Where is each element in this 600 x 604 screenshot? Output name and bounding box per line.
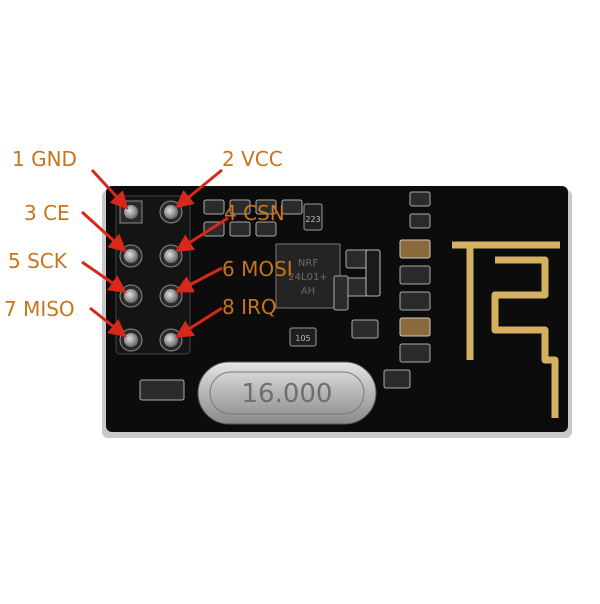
crystal-frequency-label: 16.000 — [242, 379, 333, 409]
smd-components-right — [139, 191, 431, 401]
arrow-sck — [81, 260, 127, 294]
chip-marking-line-1: NRF — [298, 258, 318, 269]
arrow-mosi — [174, 266, 223, 293]
capacitor-223: 223 — [303, 203, 323, 231]
arrow-irq — [174, 306, 223, 338]
arrow-vcc — [175, 168, 223, 209]
label-csn: 4 CSN — [224, 201, 285, 225]
capacitor-105-label: 105 — [295, 334, 310, 343]
label-irq: 8 IRQ — [222, 295, 277, 319]
rf-chip: NRF 24L01+ AH — [275, 243, 341, 309]
label-gnd: 1 GND — [12, 147, 77, 171]
label-sck: 5 SCK — [8, 249, 68, 273]
pin-arrows — [80, 168, 229, 338]
capacitor-105: 105 — [289, 327, 317, 347]
label-miso: 7 MISO — [4, 297, 75, 321]
arrow-csn — [174, 216, 229, 252]
header-pins — [115, 195, 191, 355]
smd-pads-top — [203, 199, 303, 237]
arrow-miso — [89, 306, 127, 338]
arrow-gnd — [90, 168, 129, 210]
pin-7-miso — [119, 328, 143, 352]
pin-6-mosi — [159, 284, 183, 308]
chip-marking-line-3: AH — [301, 286, 315, 297]
antenna-trace — [452, 241, 560, 418]
chip-marking-line-2: 24L01+ — [288, 272, 327, 283]
arrow-ce — [80, 210, 127, 253]
label-ce: 3 CE — [24, 201, 70, 225]
crystal-oscillator: 16.000 — [197, 361, 377, 425]
pin-5-sck — [119, 284, 143, 308]
label-vcc: 2 VCC — [222, 147, 283, 171]
pin-8-irq — [159, 328, 183, 352]
capacitor-223-label: 223 — [305, 215, 320, 224]
pin-labels: 1 GND 2 VCC 3 CE 4 CSN 5 SCK 6 MOSI 7 MI… — [4, 147, 293, 321]
label-mosi: 6 MOSI — [222, 257, 293, 281]
